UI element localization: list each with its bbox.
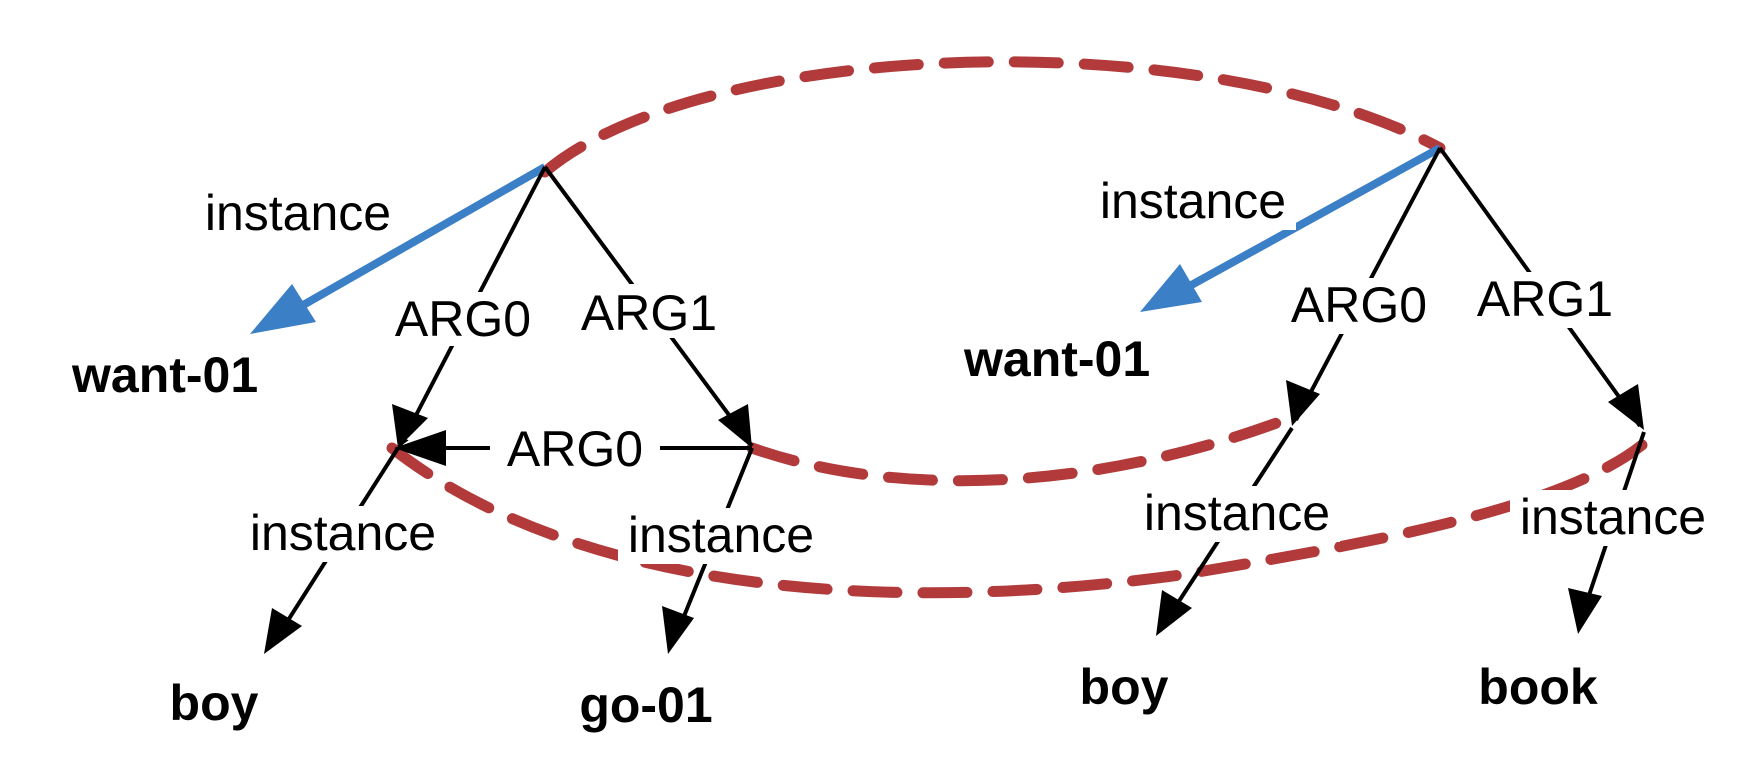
right-root-arg0-label: ARG0 (1291, 277, 1427, 333)
right-arg0-concept: boy (1080, 659, 1169, 715)
left-root-instance-arrowhead (250, 284, 316, 334)
right-root-instance-edge (1184, 144, 1442, 292)
right-root-instance-label: instance (1100, 173, 1286, 229)
left-arg0-instance-arrowhead (264, 608, 302, 654)
left-root-instance-label: instance (205, 185, 391, 241)
left-arg0-instance-label: instance (250, 505, 436, 561)
root-alignment-arc (539, 56, 1446, 178)
left-root-arg0-label: ARG0 (395, 291, 531, 347)
right-graph: instance ARG0 ARG1 instance instance wan… (963, 144, 1716, 715)
left-root-arg1-arrowhead (718, 404, 752, 448)
right-arg0-instance-label: instance (1144, 485, 1330, 541)
left-root-concept: want-01 (71, 347, 258, 403)
left-root-arg0-arrowhead (392, 404, 428, 448)
right-arg1-instance-arrowhead (1568, 588, 1602, 634)
right-root-concept: want-01 (963, 331, 1150, 387)
right-root-arg1-label: ARG1 (1477, 271, 1613, 327)
left-arg1-concept: go-01 (579, 677, 712, 733)
right-root-instance-arrowhead (1140, 264, 1202, 312)
right-arg0-instance-arrowhead (1156, 590, 1192, 636)
left-reentrant-arg0-label: ARG0 (507, 421, 643, 477)
left-arg0-concept: boy (170, 675, 259, 731)
left-root-instance-edge (296, 163, 547, 312)
right-root-arg1-arrowhead (1608, 384, 1644, 430)
arg1-node-alignment-arc (746, 412, 1296, 487)
right-arg1-concept: book (1478, 659, 1598, 715)
left-arg1-instance-arrowhead (662, 606, 694, 654)
left-arg1-instance-label: instance (628, 507, 814, 563)
right-arg1-instance-label: instance (1520, 489, 1706, 545)
right-root-arg0-arrowhead (1286, 380, 1320, 426)
left-root-arg1-label: ARG1 (581, 285, 717, 341)
left-reentrant-arg0-arrowhead (394, 430, 446, 466)
left-graph: instance ARG0 ARG1 ARG0 instance instanc… (71, 163, 824, 733)
